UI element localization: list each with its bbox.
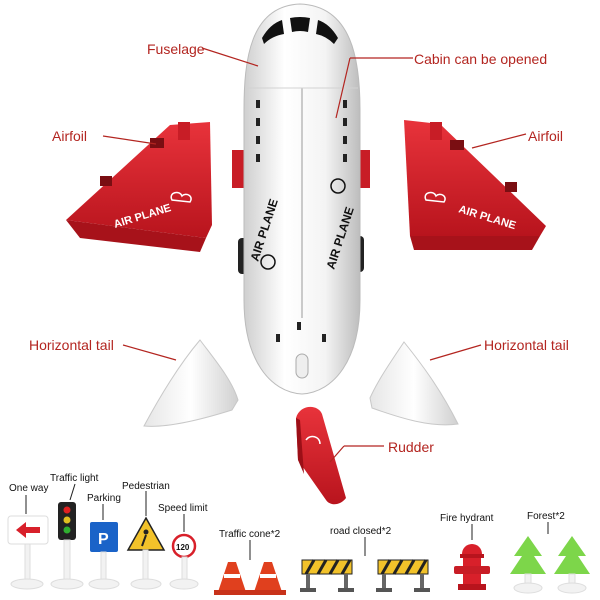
label-forest: Forest*2 xyxy=(527,511,565,522)
speed-limit-value: 120 xyxy=(176,543,190,552)
left-wing-mount xyxy=(232,150,244,188)
traffic-light xyxy=(50,502,84,590)
right-wing: AIR PLANE xyxy=(404,120,546,250)
traffic-cone-1 xyxy=(214,562,250,595)
road-closed-barrier-1 xyxy=(300,559,354,592)
one-way-sign xyxy=(7,515,49,590)
callout-airfoil-right: Airfoil xyxy=(528,128,564,144)
right-wing-mount xyxy=(358,150,370,188)
callout-htail-left: Horizontal tail xyxy=(29,337,114,353)
callout-airfoil-left: Airfoil xyxy=(52,128,88,144)
pedestrian-sign xyxy=(126,516,166,590)
label-one-way: One way xyxy=(9,483,49,494)
left-wing: AIR PLANE xyxy=(66,122,212,252)
label-parking: Parking xyxy=(87,493,121,504)
callout-rudder: Rudder xyxy=(388,439,434,455)
accessory-pointer-lines xyxy=(25,483,549,560)
callout-cabin: Cabin can be opened xyxy=(414,51,548,67)
rudder xyxy=(296,406,346,505)
label-pedestrian: Pedestrian xyxy=(122,481,170,492)
fire-hydrant xyxy=(454,544,490,590)
callout-lines xyxy=(102,47,527,463)
forest-tree-2 xyxy=(554,536,590,594)
label-traffic-cone: Traffic cone*2 xyxy=(219,529,281,540)
fuselage: AIR PLANE AIR PLANE xyxy=(243,3,361,395)
parking-sign: P xyxy=(88,522,120,590)
left-horizontal-tail xyxy=(143,339,239,427)
right-horizontal-tail xyxy=(369,341,459,426)
traffic-cone-2 xyxy=(250,562,286,595)
speed-limit-sign: 120 xyxy=(169,533,199,590)
callout-fuselage: Fuselage xyxy=(147,41,205,57)
label-traffic-light: Traffic light xyxy=(50,473,99,484)
road-closed-barrier-2 xyxy=(376,559,430,592)
callout-htail-right: Horizontal tail xyxy=(484,337,569,353)
label-fire-hydrant: Fire hydrant xyxy=(440,513,494,524)
parking-sign-letter: P xyxy=(98,531,109,548)
label-road-closed: road closed*2 xyxy=(330,526,392,537)
label-speed-limit: Speed limit xyxy=(158,503,208,514)
forest-tree-1 xyxy=(510,536,546,594)
